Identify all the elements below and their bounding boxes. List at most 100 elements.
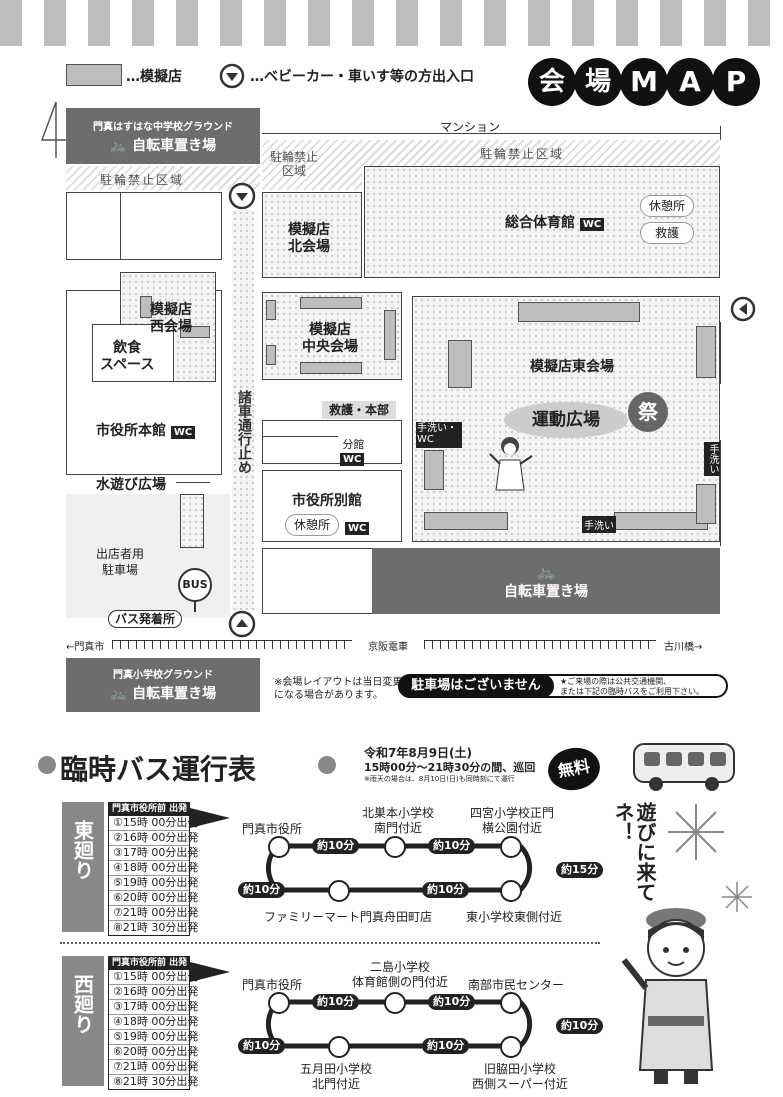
legend-stall-label: …模擬店 xyxy=(126,69,182,85)
east-leg-time: 約15分 xyxy=(556,862,604,878)
stall xyxy=(518,302,640,322)
bicycle-parking-label: 自転車置き場 xyxy=(132,686,217,702)
food-space xyxy=(92,324,174,382)
vehicle-closed-road xyxy=(232,210,254,610)
no-parking-zone-mid xyxy=(262,140,362,190)
west-stop-label: 五月田小学校 北門付近 xyxy=(300,1062,373,1091)
west-venue-label: 模擬店 西会場 xyxy=(150,302,192,335)
railway-track xyxy=(112,640,352,649)
bus-stop-pole xyxy=(194,600,196,612)
north-venue-label: 模擬店 北会場 xyxy=(288,222,330,255)
timetable-row: ④18時 00分出発 xyxy=(109,861,198,876)
timetable-pointer xyxy=(190,962,230,982)
school-ground-north-label: 門真はすはな中学校グラウンド xyxy=(93,122,233,133)
lantern-icon xyxy=(38,756,56,774)
no-vehicles-label: 諸車通行止め xyxy=(236,390,252,474)
east-venue-label: 模擬店東会場 xyxy=(530,359,614,375)
title-char-2: 場 xyxy=(574,58,622,106)
empty-lot xyxy=(262,548,374,614)
mansion-label: マンション xyxy=(440,120,501,134)
stall xyxy=(266,345,276,365)
east-stop-shinomiya xyxy=(500,836,522,858)
timetable-row: ③17時 00分出発 xyxy=(109,846,198,861)
west-stop-nanbu xyxy=(500,992,522,1014)
vendor-parking-label: 出店者用 駐車場 xyxy=(96,547,145,577)
first-aid-hq: 救護・本部 xyxy=(322,401,396,419)
title-char-4: A xyxy=(666,58,714,106)
water-plaza-area xyxy=(180,494,204,548)
east-stop-city-hall xyxy=(268,836,290,858)
west-stop-label: 二島小学校 体育館側の門付近 xyxy=(352,960,449,989)
west-stop-satsukida xyxy=(328,1036,350,1058)
bus-illustration xyxy=(632,742,736,794)
hand-wash-wc: 手洗い・ WC xyxy=(416,422,462,448)
west-leg-time: 約10分 xyxy=(422,1038,470,1054)
no-parking-zone-left xyxy=(66,166,260,190)
timetable-row: ⑦21時 00分出発 xyxy=(109,906,198,921)
east-stop-label: 北巣本小学校 南門付近 xyxy=(362,806,435,835)
bus-rain-note: ※雨天の場合は、8月10日(日)も同時刻にて運行 xyxy=(364,775,515,783)
school-ground-south-label: 門真小学校グラウンド xyxy=(113,670,213,681)
east-stop-familymart xyxy=(328,880,350,902)
city-hall-annex-label: 市役所別館 xyxy=(292,493,362,509)
west-timetable: 門真市役所前 出発 ①15時 00分出発 ②16時 00分出発 ③17時 00分… xyxy=(108,956,198,1090)
railway-left-label: ←門真市 xyxy=(66,642,105,653)
wc-icon: WC xyxy=(345,522,370,535)
bicycle-parking-east: 🚲 自転車置き場 xyxy=(372,548,720,614)
lantern-icon xyxy=(318,756,336,774)
title-char-3: M xyxy=(620,58,668,106)
layout-note: ※会場レイアウトは当日変更 になる場合があります。 xyxy=(274,677,403,701)
east-stop-label: ファミリーマート門真舟田町店 xyxy=(264,910,433,924)
school-ground-north: 門真はすはな中学校グラウンド 🚲 自転車置き場 xyxy=(66,108,260,164)
building-block xyxy=(66,192,222,260)
timetable-row: ①15時 00分出発 xyxy=(109,816,198,831)
bus-date: 令和7年8月9日(土) xyxy=(364,746,473,760)
east-timetable-header: 門真市役所前 出発 xyxy=(109,803,189,816)
east-stop-label: 四宮小学校正門 横公園付近 xyxy=(470,806,555,835)
transit-note: ★ご来場の際は公共交通機関、 または下記の臨時バスをご利用下さい。 xyxy=(560,677,704,696)
railway-right-label: 古川橋→ xyxy=(664,642,703,653)
annex-divider xyxy=(262,436,338,437)
west-stop-wakita xyxy=(500,1036,522,1058)
road-line xyxy=(720,440,721,546)
stall xyxy=(424,512,508,530)
west-stop-nishima xyxy=(384,992,406,1014)
rest-area-annex: 休憩所 xyxy=(285,514,339,536)
railway-track xyxy=(424,640,656,649)
stall xyxy=(300,362,362,374)
city-hall-annex-building xyxy=(262,470,402,542)
festival-fan-icon: 祭 xyxy=(628,392,668,432)
no-parking-zone-left-label: 駐輪禁止区域 xyxy=(100,173,185,187)
legend-entrance-label: …ベビーカー・車いす等の方出入口 xyxy=(250,69,474,85)
east-route-badge: 東廻り xyxy=(62,802,104,932)
west-stop-label: 南部市民センター xyxy=(468,978,565,992)
school-ground-south: 門真小学校グラウンド 🚲 自転車置き場 xyxy=(66,658,260,712)
timetable-row: ②16時 00分出発 xyxy=(109,985,198,1000)
east-stop-kitasumoto xyxy=(384,836,406,858)
entrance-marker-bottom xyxy=(228,610,256,638)
title-char-1: 会 xyxy=(528,58,576,106)
bicycle-icon: 🚲 xyxy=(109,138,128,154)
wc-icon: WC xyxy=(340,453,365,466)
timetable-row: ⑤19時 00分出発 xyxy=(109,1030,198,1045)
building-divider xyxy=(120,192,121,260)
annex-building xyxy=(262,420,402,464)
north-venue xyxy=(262,192,362,278)
west-timetable-header: 門真市役所前 出発 xyxy=(109,957,189,970)
stall xyxy=(266,300,276,320)
no-parking-label: 駐車場はございません xyxy=(398,674,554,698)
stall xyxy=(448,340,472,388)
west-leg-time: 約10分 xyxy=(312,994,360,1010)
timetable-row: ⑥20時 00分出発 xyxy=(109,1045,198,1060)
sports-plaza-label: 運動広場 xyxy=(504,402,628,438)
road-line xyxy=(720,126,721,140)
stall xyxy=(696,484,716,524)
map-title: 会 場 M A P xyxy=(528,58,778,112)
bicycle-icon: 🚲 xyxy=(109,686,128,702)
east-stop-label: 東小学校東側付近 xyxy=(466,910,563,924)
hand-wash: 手洗い xyxy=(582,516,616,533)
timetable-row: ⑤19時 00分出発 xyxy=(109,876,198,891)
east-leg-time: 約10分 xyxy=(428,838,476,854)
west-leg-time: 約10分 xyxy=(556,1018,604,1034)
